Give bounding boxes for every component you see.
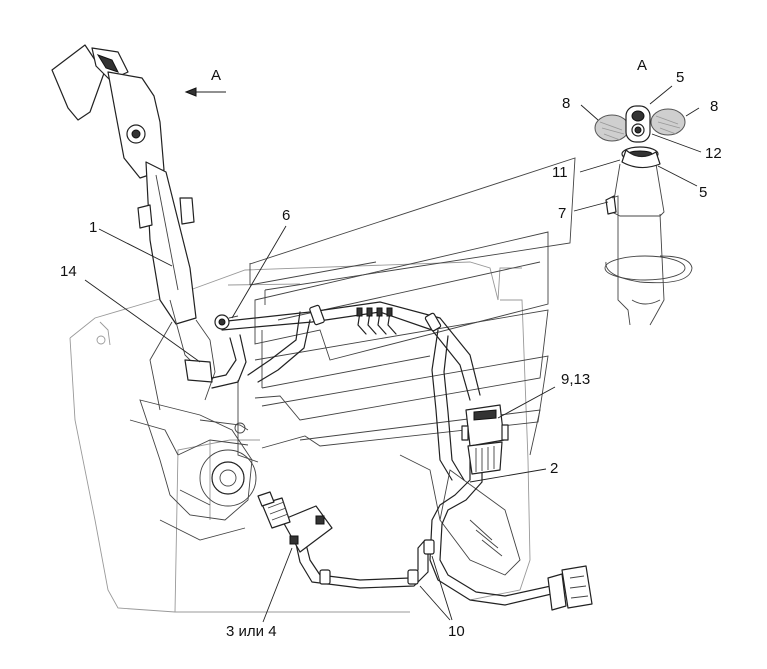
leader-lines (84, 85, 702, 623)
callout-8-left: 8 (562, 95, 571, 112)
connector-9-13 (461, 404, 509, 475)
view-marker-letter: А (211, 67, 222, 84)
detail-view-title: А (637, 57, 648, 74)
cab-panel-outline (69, 261, 531, 613)
callout-11: 11 (552, 164, 568, 181)
detail-view-a (594, 105, 693, 326)
callout-7: 7 (558, 205, 567, 222)
bolt-6 (214, 314, 239, 330)
harness-splitter (356, 307, 397, 335)
arrow-left (184, 87, 226, 97)
callout-2: 2 (550, 460, 559, 477)
callout-1: 1 (89, 219, 98, 236)
switch-3-or-4 (257, 491, 333, 553)
section-hatching (237, 157, 576, 463)
control-lever (51, 44, 216, 411)
callout-9-13: 9,13 (561, 371, 591, 388)
callout-6: 6 (282, 207, 291, 224)
callout-10: 10 (448, 623, 465, 640)
wiring-harness (211, 301, 561, 606)
pivot-mechanism (129, 399, 257, 541)
right-bracket (399, 454, 521, 576)
callout-12: 12 (705, 145, 722, 162)
callout-5-top: 5 (676, 69, 685, 86)
callout-8-right: 8 (710, 98, 719, 115)
callout-5-bottom: 5 (699, 184, 708, 201)
callout-3-or-4: 3 или 4 (226, 623, 277, 640)
end-plug (547, 565, 593, 611)
callout-14: 14 (60, 263, 77, 280)
